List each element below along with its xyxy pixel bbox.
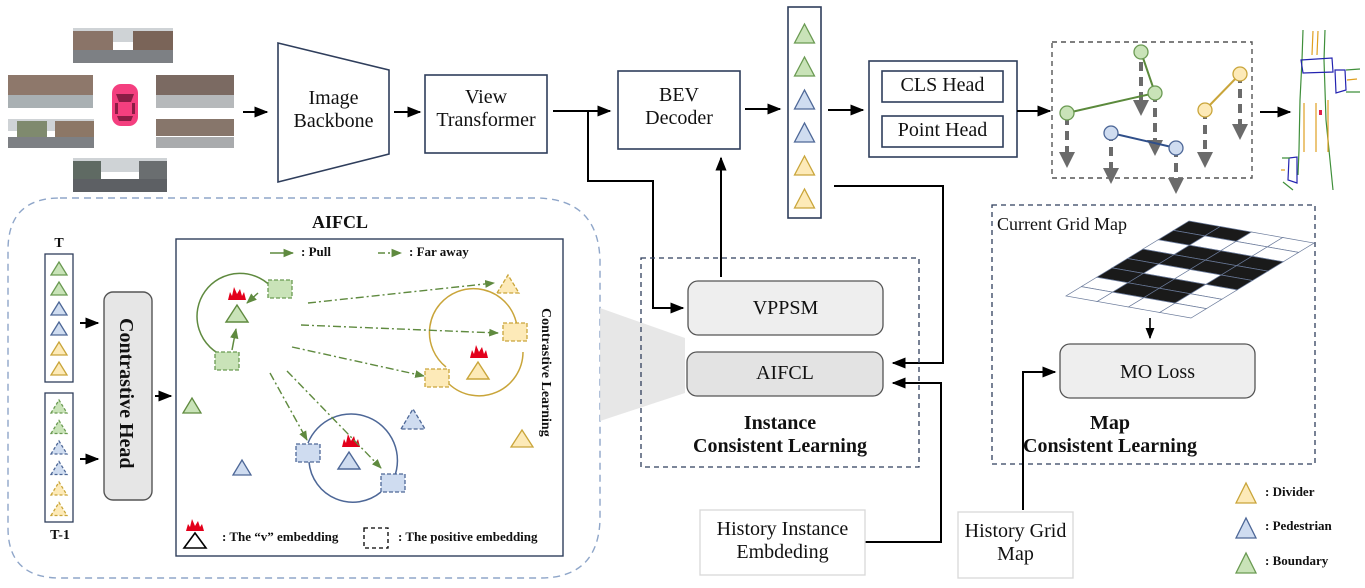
time-t1-column bbox=[44, 392, 74, 523]
contrastive-head-label: Contrastive Head bbox=[115, 318, 137, 469]
aifcl-panel-outline bbox=[7, 197, 601, 579]
t1-divider-triangle-icon bbox=[49, 501, 69, 517]
legend-divider-icon bbox=[1234, 481, 1258, 504]
time-t-column bbox=[44, 253, 74, 383]
point-head-label: Point Head bbox=[897, 119, 988, 141]
time-t1-label: T-1 bbox=[50, 528, 70, 543]
t-pedestrian-triangle-icon bbox=[49, 320, 69, 336]
aifcl-label: AIFCL bbox=[756, 362, 814, 384]
t1-pedestrian-triangle-icon bbox=[49, 460, 69, 476]
boundary-triangle bbox=[181, 396, 203, 414]
t1-boundary-triangle-icon bbox=[49, 398, 69, 414]
legend-boundary-label: : Boundary bbox=[1265, 553, 1329, 568]
vppsm-block bbox=[687, 280, 884, 336]
far-pedestrian-triangle bbox=[399, 407, 427, 430]
time-t-label: T bbox=[54, 236, 64, 251]
cls-head-block bbox=[881, 70, 1004, 103]
grid-cell-empty bbox=[1158, 302, 1208, 319]
legend-pedestrian-label: : Pedestrian bbox=[1265, 518, 1332, 533]
t-divider-triangle-icon bbox=[49, 340, 69, 356]
divider-cluster bbox=[424, 287, 528, 397]
vectorized-map-output bbox=[1281, 29, 1361, 191]
zoom-wedge bbox=[600, 308, 685, 421]
query-pedestrian-triangle-icon bbox=[793, 88, 816, 110]
contrastive-learning-label: Contrastive Learning bbox=[538, 308, 553, 437]
point-prediction-graph bbox=[1059, 44, 1248, 194]
point-head-block bbox=[881, 115, 1004, 148]
t-pedestrian-triangle-icon bbox=[49, 300, 69, 316]
view-transformer-block bbox=[424, 74, 548, 154]
query-divider-triangle-icon bbox=[793, 154, 816, 176]
history-grid-label: History Grid Map bbox=[964, 520, 1067, 565]
t1-boundary-triangle-icon bbox=[49, 419, 69, 435]
query-boundary-triangle-icon bbox=[793, 55, 816, 77]
camera-front-image bbox=[73, 28, 173, 63]
divider-triangle bbox=[509, 428, 535, 448]
image-backbone-block bbox=[277, 41, 390, 184]
far-divider-triangle bbox=[495, 273, 521, 294]
legend-far-away-label: : Far away bbox=[409, 244, 469, 259]
view-transformer-label: View Transformer bbox=[436, 86, 536, 131]
t-divider-triangle-icon bbox=[49, 360, 69, 376]
bev-decoder-label: BEV Decoder bbox=[645, 84, 713, 129]
camera-front-right-image bbox=[156, 75, 234, 108]
image-backbone-label: Image Backbone bbox=[293, 87, 374, 132]
boundary-cluster bbox=[196, 272, 293, 371]
camera-front-left-image bbox=[8, 75, 93, 108]
instance-consistent-learning-title: Instance Consistent Learning bbox=[693, 412, 867, 457]
map-query-column bbox=[787, 6, 822, 219]
current-grid-map bbox=[1065, 220, 1315, 319]
cls-head-label: CLS Head bbox=[900, 74, 985, 96]
camera-back-left-image bbox=[8, 119, 94, 148]
instance-consistent-learning-box bbox=[640, 257, 920, 468]
legend-divider-label: : Divider bbox=[1265, 484, 1315, 499]
history-instance-block bbox=[699, 509, 866, 576]
mo-loss-label: MO Loss bbox=[1119, 361, 1195, 383]
map-consistent-learning-title: Map Consistent Learning bbox=[1023, 412, 1197, 457]
legend-positive-embedding-label: : The positive embedding bbox=[398, 529, 538, 544]
pedestrian-cluster bbox=[295, 413, 406, 503]
legend-pedestrian-icon bbox=[1234, 516, 1258, 539]
pedestrian-triangle bbox=[231, 458, 253, 476]
mo-loss-block bbox=[1059, 343, 1256, 399]
legend-boundary-icon bbox=[1234, 551, 1258, 574]
bev-decoder-block bbox=[617, 70, 741, 150]
contrastive-head-block bbox=[103, 291, 153, 501]
current-grid-map-label: Current Grid Map bbox=[997, 214, 1127, 234]
legend-v-embedding-label: : The “v” embedding bbox=[222, 529, 339, 544]
query-divider-triangle-icon bbox=[793, 187, 816, 209]
map-consistent-learning-box bbox=[991, 204, 1316, 465]
query-pedestrian-triangle-icon bbox=[793, 121, 816, 143]
aifcl-block bbox=[686, 351, 884, 397]
legend-pull-label: : Pull bbox=[301, 244, 331, 259]
t1-divider-triangle-icon bbox=[49, 480, 69, 496]
history-instance-label: History Instance Embdeding bbox=[716, 518, 849, 563]
camera-back-image bbox=[73, 158, 167, 192]
vppsm-label: VPPSM bbox=[752, 297, 819, 319]
history-grid-block bbox=[957, 511, 1074, 579]
t-boundary-triangle-icon bbox=[49, 260, 69, 276]
ego-car-icon bbox=[112, 84, 138, 126]
aifcl-panel-title: AIFCL bbox=[311, 212, 368, 232]
camera-back-right-image bbox=[156, 119, 234, 148]
t1-pedestrian-triangle-icon bbox=[49, 439, 69, 455]
t-boundary-triangle-icon bbox=[49, 280, 69, 296]
query-boundary-triangle-icon bbox=[793, 22, 816, 44]
